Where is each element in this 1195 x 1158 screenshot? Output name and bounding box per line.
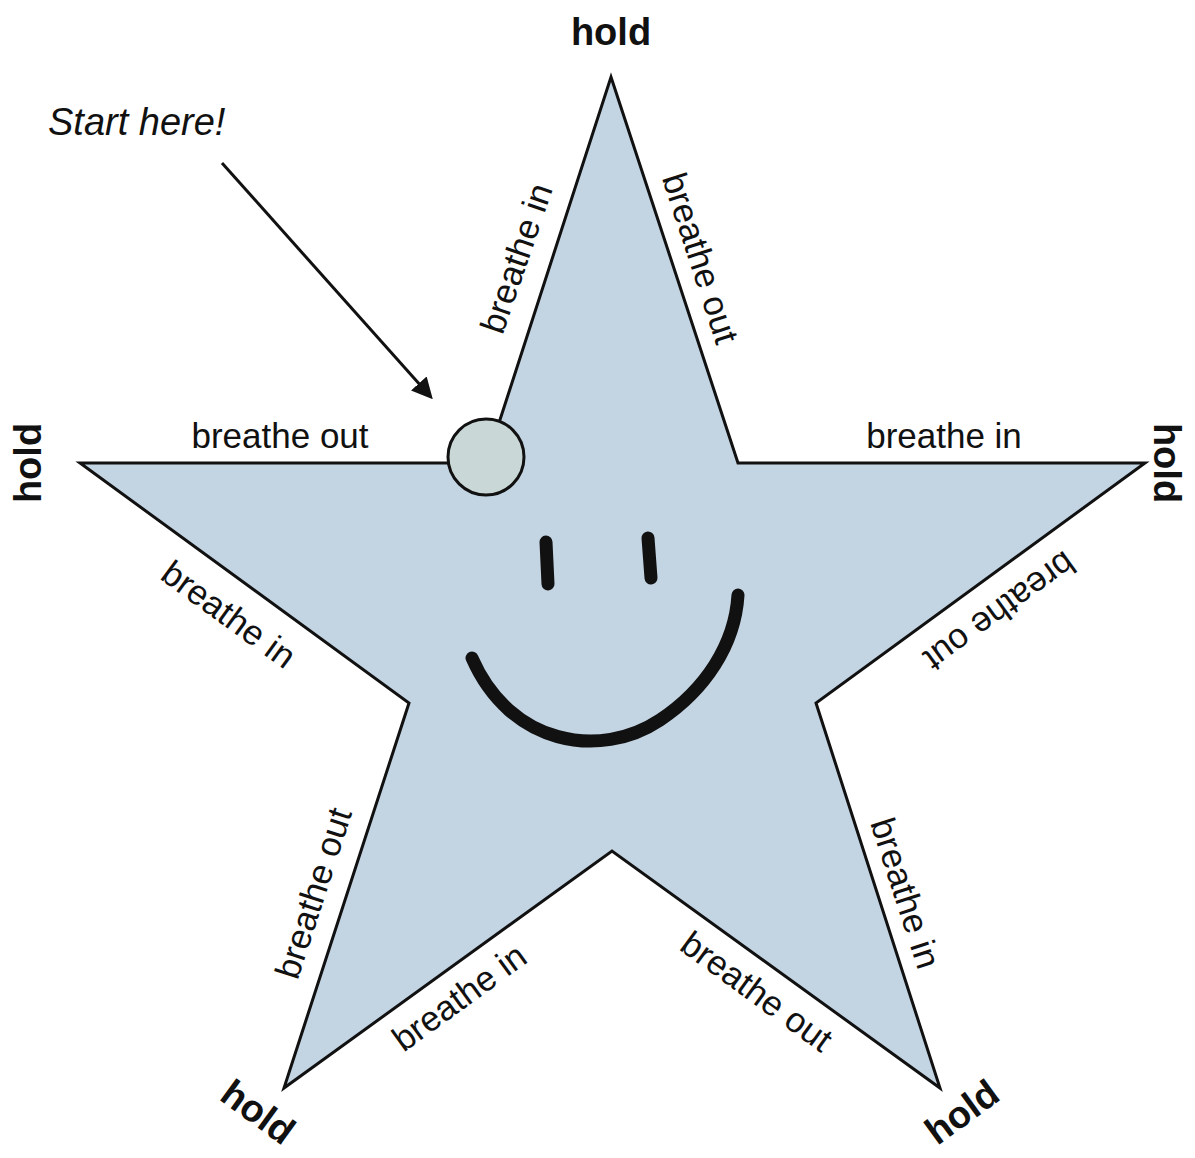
step-label: breathe out <box>657 168 745 347</box>
start-arrow <box>222 163 430 396</box>
hold-label: hold <box>571 13 651 51</box>
hold-label: hold <box>918 1073 1005 1151</box>
hold-label: hold <box>214 1073 301 1151</box>
smile <box>472 595 738 741</box>
step-label: breathe in <box>386 937 533 1057</box>
step-label: breathe out <box>675 925 839 1057</box>
eye <box>648 538 651 578</box>
start-dot <box>448 419 524 495</box>
step-label: breathe in <box>865 814 946 973</box>
eye <box>546 542 548 584</box>
step-label: breathe in <box>866 418 1022 453</box>
hold-label: hold <box>1148 423 1186 503</box>
step-label: breathe out <box>918 546 1082 678</box>
step-label: breathe out <box>191 418 368 453</box>
start-note: Start here! <box>48 103 225 141</box>
star-shape <box>80 77 1145 1088</box>
hold-label: hold <box>9 423 47 503</box>
step-label: breathe out <box>269 803 357 982</box>
step-label: breathe in <box>474 179 558 338</box>
step-label: breathe in <box>156 554 303 674</box>
